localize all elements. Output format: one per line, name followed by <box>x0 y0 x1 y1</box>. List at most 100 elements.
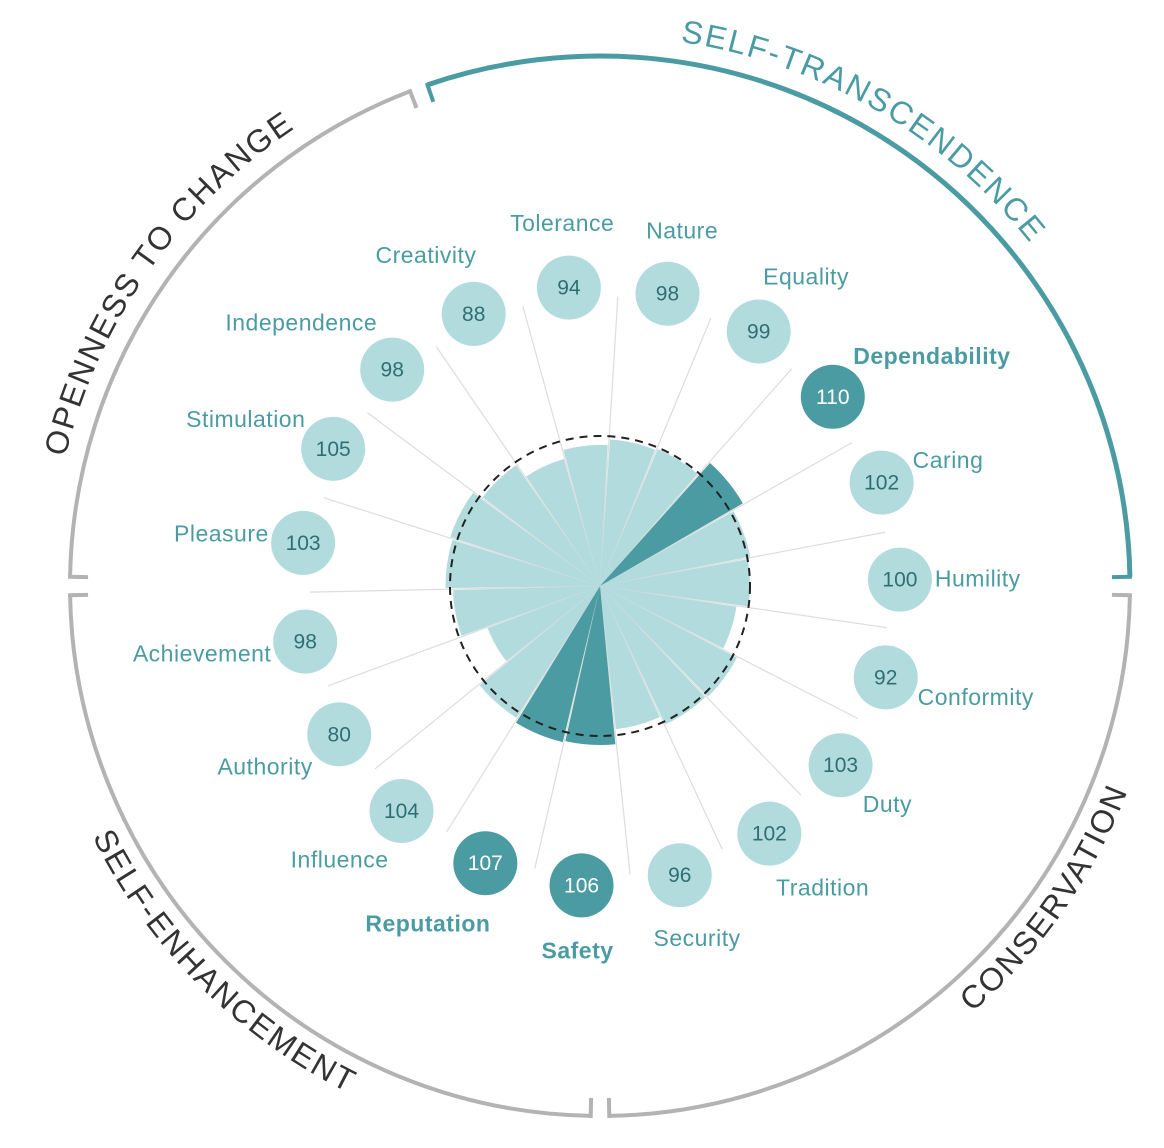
bar-reputation <box>516 586 600 743</box>
value-label-tolerance: 94 <box>557 277 581 300</box>
bubble-creativity <box>441 281 506 346</box>
value-label-influence: 104 <box>384 800 419 823</box>
group-ring-openness-to-change <box>68 89 411 577</box>
category-label-influence: Influence <box>291 847 389 873</box>
group-ring-self-transcendence <box>426 53 1133 577</box>
bar-equality <box>600 449 698 586</box>
category-label-authority: Authority <box>217 753 312 779</box>
value-label-authority: 80 <box>328 723 351 746</box>
category-label-stimulation: Stimulation <box>186 406 305 432</box>
bar-authority <box>487 586 600 662</box>
spoke <box>599 585 631 875</box>
value-bubbles: 98 99 110 102 100 92 103 102 96 106 107 104 80 98 103 1… <box>271 255 932 918</box>
value-label-nature: 98 <box>656 283 679 306</box>
category-label-tradition: Tradition <box>776 874 869 900</box>
bubble-nature <box>635 261 700 326</box>
category-label-nature: Nature <box>646 217 718 243</box>
bar-tradition <box>600 586 706 725</box>
spoke <box>599 531 886 587</box>
spoke <box>599 317 712 587</box>
value-label-humility: 100 <box>882 569 917 592</box>
bars <box>445 439 751 746</box>
value-label-stimulation: 105 <box>316 438 351 461</box>
bubble-authority <box>307 702 372 767</box>
bar-safety <box>565 586 616 746</box>
spoke <box>446 585 601 833</box>
spoke <box>599 585 802 796</box>
spokes <box>310 296 888 875</box>
bubble-independence <box>360 337 425 402</box>
spoke <box>435 346 601 587</box>
value-label-dependability: 110 <box>816 386 849 409</box>
value-label-pleasure: 103 <box>286 532 321 555</box>
bubble-achievement <box>273 609 338 674</box>
category-label-equality: Equality <box>763 263 849 289</box>
spoke <box>310 585 601 593</box>
bubble-humility <box>867 547 932 612</box>
bar-stimulation <box>450 492 600 586</box>
category-label-dependability: Dependability <box>853 343 1010 369</box>
spoke <box>599 368 793 587</box>
bar-security <box>600 586 660 730</box>
value-label-safety: 106 <box>564 874 599 897</box>
category-label-duty: Duty <box>863 791 912 817</box>
bar-conformity <box>600 586 737 649</box>
value-label-caring: 102 <box>864 472 899 495</box>
group-ring-self-enhancement <box>68 595 591 1118</box>
category-label-safety: Safety <box>542 937 614 963</box>
category-label-caring: Caring <box>913 447 984 473</box>
bubble-equality <box>726 299 791 364</box>
bar-duty <box>600 586 737 697</box>
category-label-humility: Humility <box>935 565 1021 591</box>
bubble-influence <box>369 778 434 843</box>
category-label-achievement: Achievement <box>133 641 272 667</box>
spoke <box>599 585 859 720</box>
group-ring-tick <box>424 82 436 103</box>
bubble-safety <box>549 853 614 918</box>
category-labels: NatureEqualityDependabilityCaringHumilit… <box>133 210 1034 963</box>
bubble-dependability <box>800 364 865 429</box>
value-label-equality: 99 <box>747 320 770 343</box>
value-label-conformity: 92 <box>874 666 897 689</box>
group-rings <box>68 53 1133 1118</box>
bubble-tolerance <box>536 255 601 320</box>
value-label-duty: 103 <box>823 754 858 777</box>
spoke <box>323 497 601 587</box>
group-label-self-transcendence: SELF-TRANSCENDENCE <box>679 13 1053 249</box>
bubble-tradition <box>737 801 802 866</box>
value-label-creativity: 88 <box>462 303 485 326</box>
spoke <box>599 296 619 587</box>
bubble-stimulation <box>301 416 366 481</box>
category-label-independence: Independence <box>225 310 377 336</box>
bar-caring <box>600 511 751 586</box>
bar-tolerance <box>563 445 608 586</box>
category-label-security: Security <box>654 925 741 951</box>
bubble-duty <box>808 733 873 798</box>
bubble-reputation <box>453 831 518 896</box>
baseline-circle <box>449 435 751 737</box>
bar-achievement <box>453 586 600 636</box>
bar-nature <box>600 439 656 586</box>
bar-humility <box>600 559 750 607</box>
value-label-independence: 98 <box>381 359 404 382</box>
spoke <box>599 585 888 629</box>
value-label-reputation: 107 <box>468 852 503 875</box>
category-label-tolerance: Tolerance <box>510 210 614 236</box>
bubble-conformity <box>853 645 918 710</box>
bubble-pleasure <box>271 510 336 575</box>
category-label-reputation: Reputation <box>365 910 490 936</box>
category-label-conformity: Conformity <box>918 684 1034 710</box>
spoke <box>522 306 601 587</box>
group-label-conservation: CONSERVATION <box>953 779 1135 1018</box>
bar-independence <box>482 465 600 586</box>
bar-influence <box>479 586 600 718</box>
bar-dependability <box>600 463 743 586</box>
value-label-tradition: 102 <box>752 823 787 846</box>
bubble-caring <box>849 450 914 515</box>
group-ring-conservation <box>609 595 1132 1118</box>
value-label-security: 96 <box>668 864 691 887</box>
spoke <box>327 585 601 687</box>
spoke <box>599 585 723 850</box>
bar-pleasure <box>445 539 600 589</box>
